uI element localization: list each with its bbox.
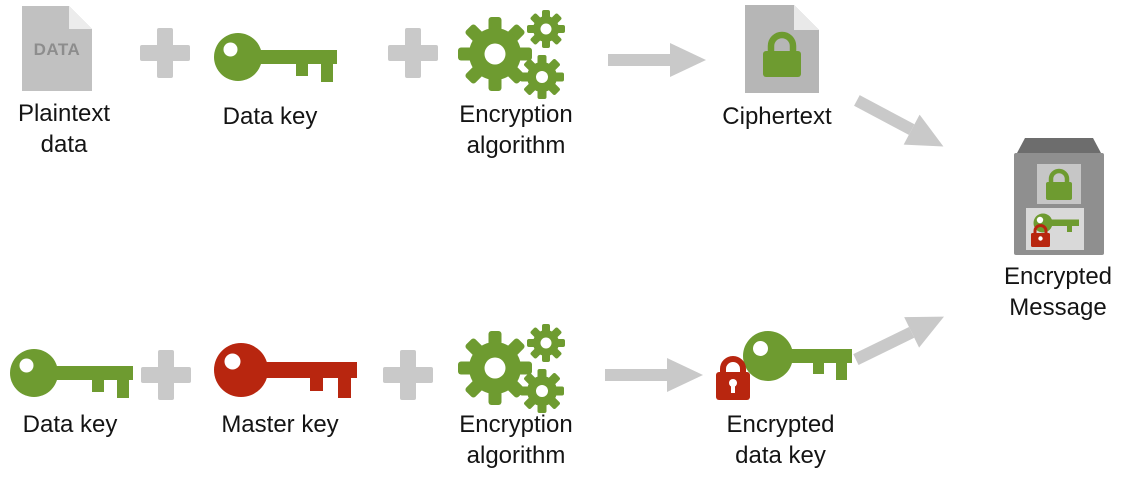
data-key-icon <box>8 346 133 404</box>
plus-icon <box>140 28 190 78</box>
gears-icon <box>455 8 567 100</box>
plus-icon <box>141 350 191 400</box>
key-icon <box>743 331 852 381</box>
encrypted-data-key-icon <box>712 328 852 406</box>
encryption-algorithm-label: Encryption algorithm <box>459 411 573 469</box>
key-icon <box>1033 213 1079 233</box>
arrow-diagonal-down-icon <box>848 85 952 162</box>
master-key-icon <box>212 340 357 404</box>
plus-icon <box>388 28 438 78</box>
plaintext-document-icon <box>22 6 92 91</box>
master-key-label: Master key <box>221 411 339 438</box>
lock-icon <box>763 31 801 77</box>
encrypted-data-key-label: Encrypted data key <box>726 411 835 469</box>
encryption-algorithm-label: Encryption algorithm <box>459 101 573 159</box>
arrow-diagonal-up-icon <box>848 301 953 375</box>
arrow-right-icon <box>608 43 706 77</box>
encrypted-message-label: Encrypted Message <box>1003 263 1113 321</box>
gears-icon <box>455 322 567 414</box>
lock-icon <box>1046 168 1072 200</box>
plaintext-label: Plaintext data <box>17 100 111 158</box>
data-key-label: Data key <box>22 411 118 438</box>
data-key-icon <box>212 30 337 88</box>
lock-icon <box>716 356 750 400</box>
ciphertext-label: Ciphertext <box>722 103 832 130</box>
plaintext-doc-text: DATA <box>33 40 81 59</box>
data-key-label: Data key <box>222 103 318 130</box>
plus-icon <box>383 350 433 400</box>
ciphertext-document-icon <box>745 5 819 93</box>
arrow-right-icon <box>605 358 703 392</box>
encrypted-message-icon <box>1011 138 1107 256</box>
lock-icon <box>1031 224 1050 247</box>
